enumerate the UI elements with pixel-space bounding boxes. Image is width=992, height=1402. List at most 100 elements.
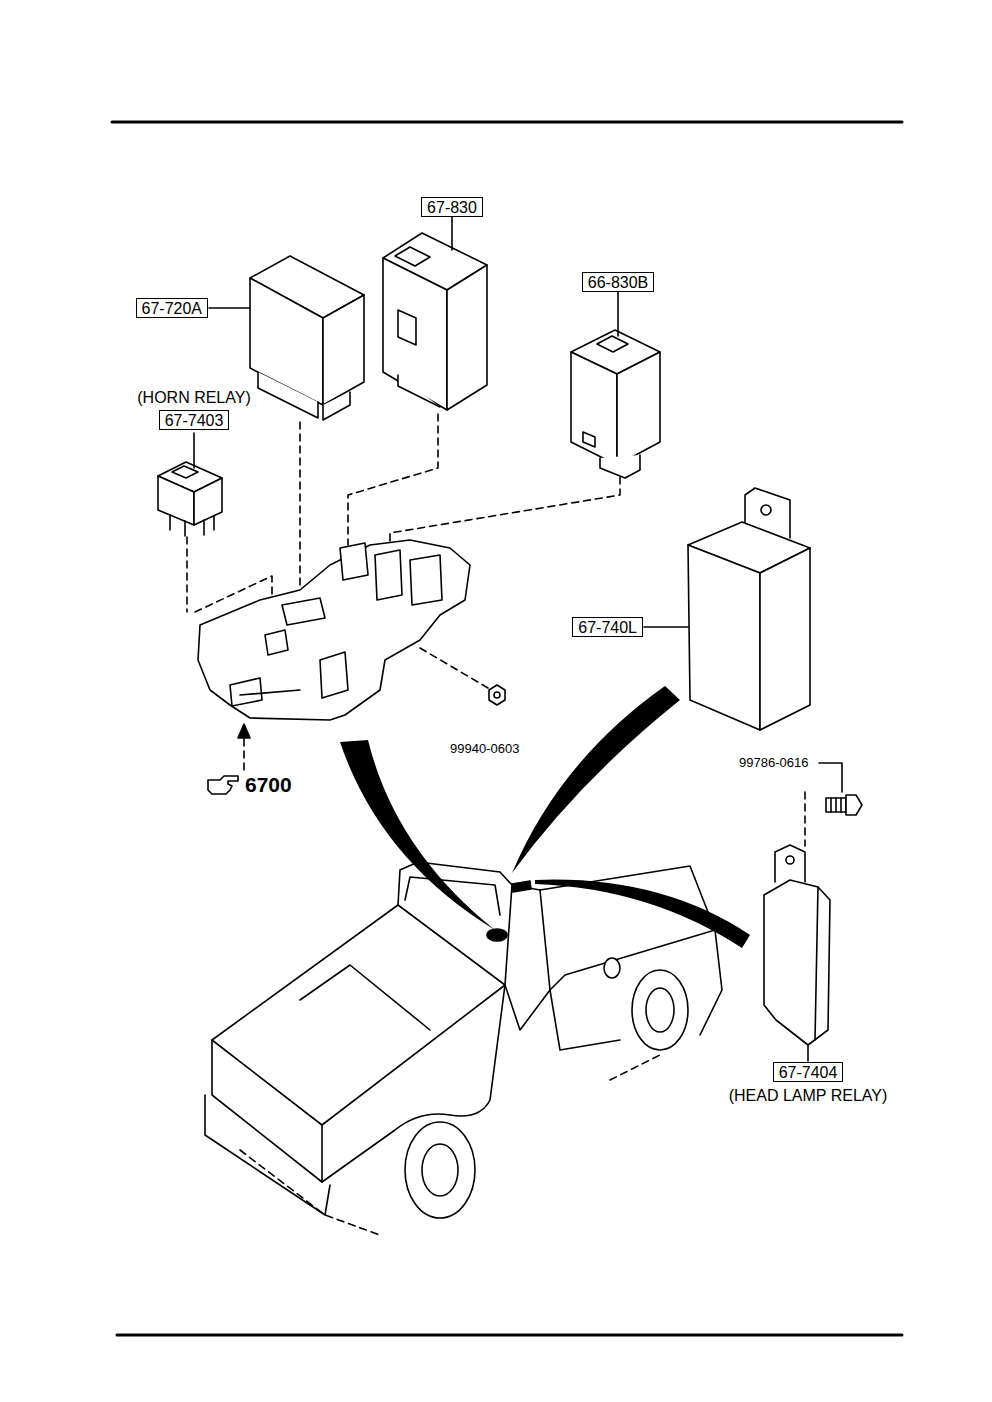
part-number: 67-7403 (159, 410, 230, 430)
part-number: 67-7404 (773, 1062, 844, 1082)
leader-line (617, 292, 619, 336)
nut-symbol (494, 692, 500, 698)
nut-symbol (489, 685, 505, 705)
page-rule (112, 122, 902, 1335)
fuse-block (198, 540, 470, 720)
truck-drawing (646, 988, 674, 1032)
hand-symbol (208, 776, 238, 794)
screw-symbol (831, 798, 841, 812)
hand-symbol (208, 776, 238, 794)
relay-drawing (323, 295, 364, 405)
relay-drawing (764, 845, 830, 1045)
relay-caption: (HORN RELAY) (137, 389, 251, 406)
fuse-block (265, 630, 288, 655)
relay-drawing (617, 352, 660, 465)
fuse-block (230, 678, 262, 706)
relay-drawing (398, 375, 440, 407)
relay-drawing (194, 478, 222, 525)
module-drawing (688, 488, 810, 730)
dashed-guide (299, 422, 301, 600)
truck-drawing (205, 1095, 330, 1215)
module-drawing (761, 505, 771, 515)
screw-symbol (826, 795, 862, 815)
location-pointer (340, 740, 495, 930)
arrowhead (238, 724, 250, 738)
page-rule (117, 1334, 902, 1337)
location-pointer (535, 880, 750, 948)
part-number-box: 66-830B (582, 272, 655, 292)
relay-drawing (323, 392, 350, 420)
truck-drawing (398, 862, 540, 905)
fuse-block (375, 550, 402, 600)
truck-drawing (550, 990, 620, 1050)
relay-drawing (775, 845, 805, 882)
part-number: 99786-0616 (738, 755, 809, 770)
truck-drawing (405, 877, 500, 915)
truck-drawing (405, 1122, 475, 1218)
leader-line (194, 217, 842, 1061)
part-number-box: 67-830 (421, 197, 483, 217)
module-drawing (688, 545, 760, 730)
truck-drawing (212, 905, 505, 1125)
relay-drawing (170, 515, 214, 536)
location-pointer (340, 686, 750, 948)
relay-drawing (383, 258, 447, 410)
section-reference: 6700 (244, 773, 293, 796)
part-number-box: 67-720A (136, 298, 209, 318)
part-number: 99940-0603 (449, 741, 520, 756)
arrowhead (238, 724, 250, 738)
part-number: 67-830 (421, 197, 483, 217)
truck-drawing (300, 965, 430, 1030)
truck-drawing (700, 930, 722, 1035)
dashed-guide (186, 537, 188, 612)
part-number-box: 67-740L (572, 617, 643, 637)
relay-drawing (764, 880, 830, 1045)
fuse-block (320, 652, 348, 698)
leader-line (644, 626, 688, 628)
relay-drawing (571, 330, 660, 478)
leader-line (451, 217, 453, 250)
dashed-guide (348, 414, 438, 545)
page-rule (112, 121, 902, 124)
leader-line (193, 433, 195, 468)
relay-caption: (HEAD LAMP RELAY) (729, 1087, 888, 1104)
relay-drawing (571, 352, 617, 465)
relay-drawing (258, 372, 318, 418)
part-number-box: (HORN RELAY) 67-7403 (137, 389, 251, 430)
relay-drawing (597, 336, 628, 352)
dashed-guide (243, 738, 245, 770)
leader-line (209, 307, 250, 309)
truck-drawing (512, 881, 531, 892)
relay-drawing (815, 887, 818, 1040)
truck-drawing (540, 866, 715, 990)
fuse-block (340, 543, 368, 580)
fuse-block (282, 598, 325, 625)
truck-drawing (205, 862, 722, 1235)
relay-drawing (583, 432, 595, 447)
location-pointer (512, 686, 680, 873)
truck-drawing (212, 1040, 322, 1182)
relay-drawing (398, 310, 416, 345)
relay-drawing (383, 233, 487, 410)
fuse-block (410, 555, 442, 605)
part-number: 66-830B (582, 272, 655, 292)
module-drawing (760, 548, 810, 730)
dashed-guide (187, 414, 805, 846)
truck-drawing (487, 929, 507, 941)
relay-drawing (250, 256, 364, 420)
screw-symbol (826, 798, 846, 812)
part-number-box: 67-7404 (HEAD LAMP RELAY) (729, 1062, 888, 1104)
fuse-block (198, 540, 470, 720)
part-number: 67-720A (136, 298, 209, 318)
relay-drawing (786, 856, 794, 864)
relay-drawing (395, 247, 430, 266)
truck-drawing (604, 958, 620, 978)
truck-drawing (505, 890, 550, 1030)
truck-drawing (422, 1144, 458, 1196)
nut-symbol (489, 685, 505, 705)
leader-line (819, 763, 842, 792)
truck-drawing (632, 970, 688, 1050)
